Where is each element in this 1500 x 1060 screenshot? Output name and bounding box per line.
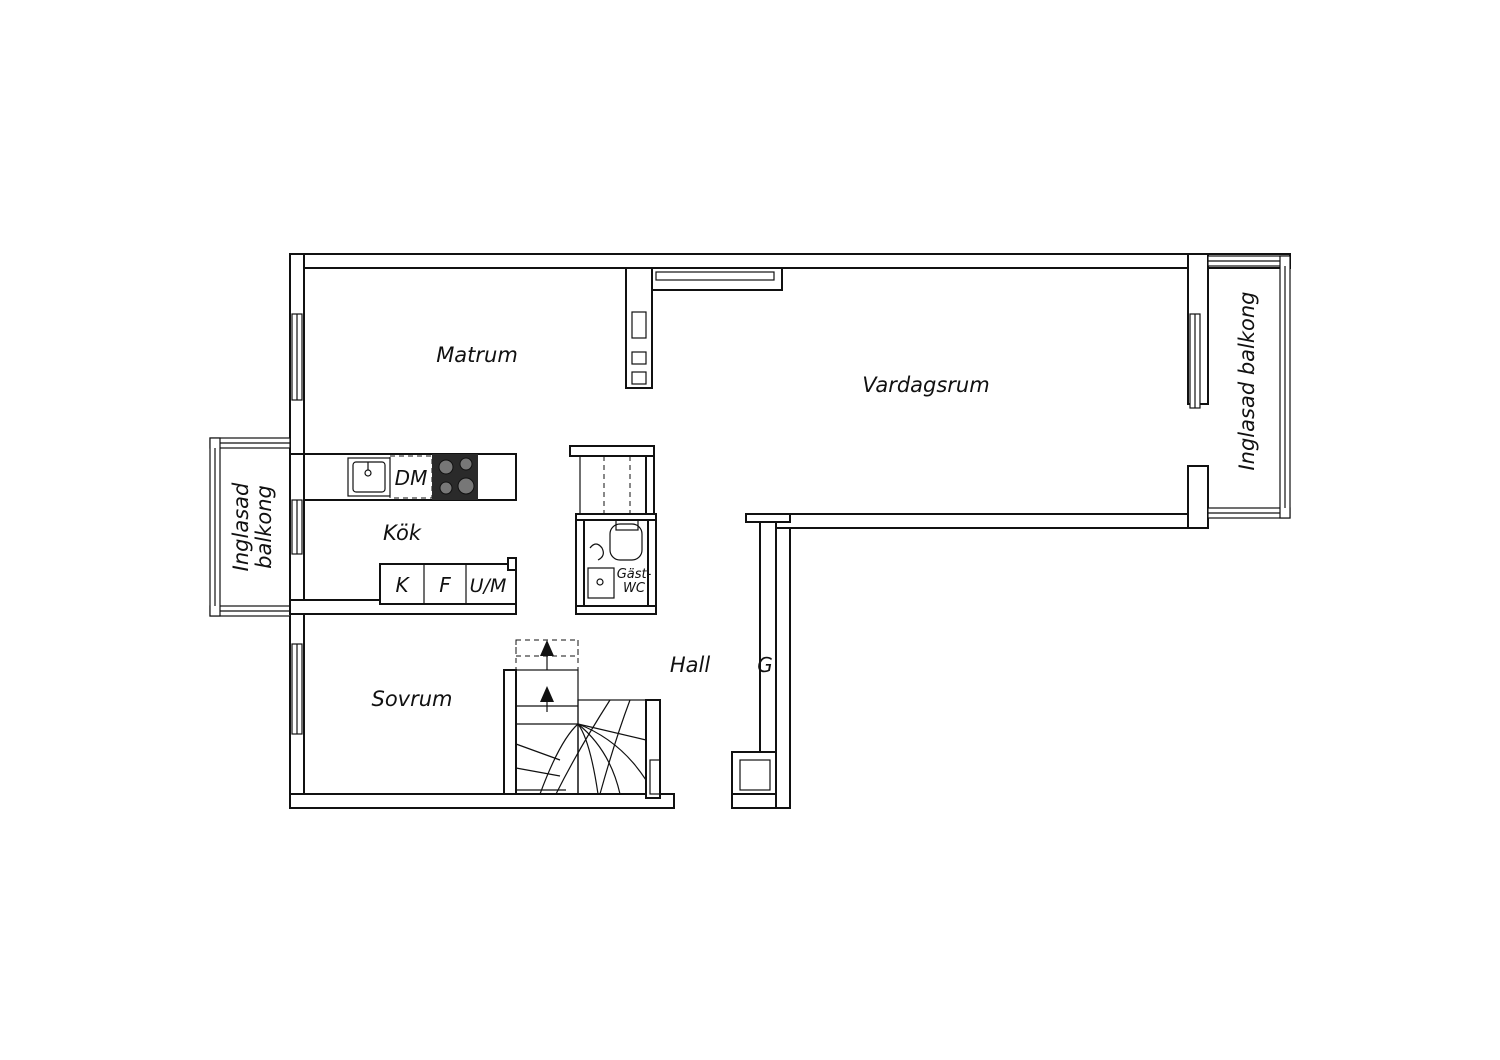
stair-arrow-lower	[540, 686, 554, 702]
label-kok: Kök	[383, 521, 422, 545]
wall-wc-bottom	[575, 605, 657, 615]
label-dishwasher: DM	[395, 466, 428, 490]
fixture-labels: DM K F U/M G	[395, 466, 773, 677]
wall-step-vertical	[775, 513, 791, 809]
label-wardrobe: G	[757, 653, 773, 677]
column-divider	[625, 267, 653, 389]
wall-bottom-left	[289, 793, 675, 809]
wall-right-lower	[1187, 465, 1209, 529]
balcony-right	[1207, 255, 1291, 519]
beam-top	[651, 267, 783, 291]
label-matrum: Matrum	[436, 343, 518, 367]
stair-arrow-upper	[540, 640, 554, 656]
wall-top-main	[289, 253, 1209, 269]
kitchen-counter-top	[303, 453, 517, 501]
label-gast-wc-1: Gäst-	[617, 567, 652, 582]
outer-walls	[289, 253, 1291, 809]
windows	[291, 313, 1201, 735]
label-fridge: K	[395, 573, 410, 597]
label-gast-wc-2: WC	[623, 581, 646, 596]
wall-step-horizontal	[775, 513, 1209, 529]
wc-sink	[587, 567, 615, 599]
room-labels: Matrum Vardagsrum Kök Sovrum Hall Gäst- …	[229, 291, 1259, 711]
label-balkong-left-2: balkong	[252, 485, 276, 569]
toilet	[609, 523, 643, 561]
wall-stair-left	[503, 669, 517, 795]
label-sovrum: Sovrum	[371, 687, 452, 711]
shaft-wall-top	[569, 445, 655, 457]
wall-wc-top	[575, 513, 657, 521]
label-hall: Hall	[670, 653, 710, 677]
label-oven-micro: U/M	[470, 575, 507, 597]
wall-stair-right	[645, 699, 661, 799]
balcony-left	[209, 437, 291, 617]
wardrobe-stub	[731, 751, 777, 795]
label-balkong-left-1: Inglasad	[229, 482, 253, 571]
label-balkong-right: Inglasad balkong	[1235, 291, 1259, 470]
interior-walls	[289, 267, 783, 799]
label-freezer: F	[439, 573, 451, 597]
staircase	[515, 639, 661, 795]
wc-fixtures	[587, 519, 643, 599]
label-vardagsrum: Vardagsrum	[862, 373, 989, 397]
kitchen-counter-bottom	[379, 557, 517, 605]
wall-step-stub	[745, 513, 791, 523]
wall-wc-left	[575, 513, 585, 615]
wall-wc-right	[647, 513, 657, 615]
